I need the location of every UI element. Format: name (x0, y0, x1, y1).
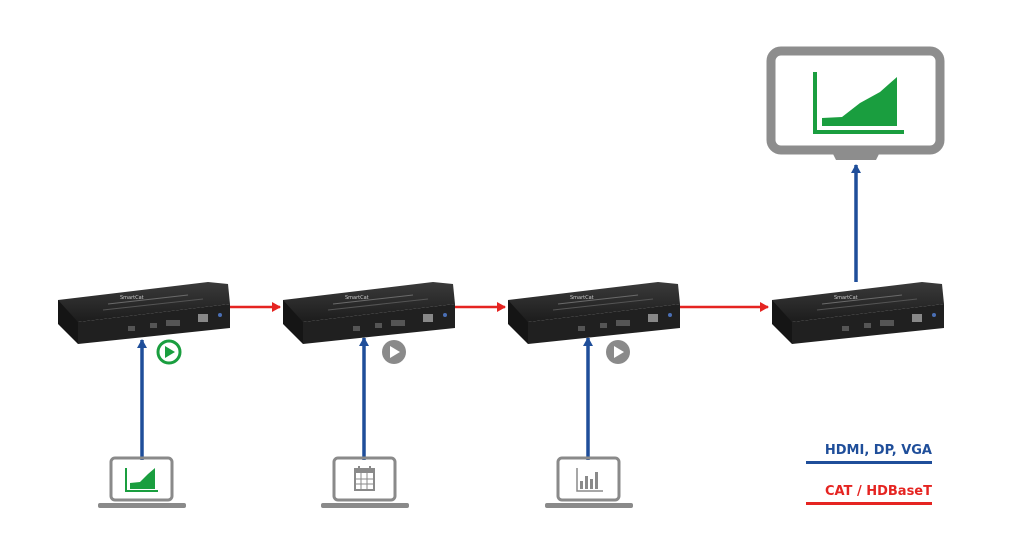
legend-cat-label: CAT / HDBaseT (824, 484, 932, 499)
device-2: SmartCat (282, 281, 456, 345)
device-4: SmartCat (771, 281, 945, 345)
play-icon-inactive-2[interactable] (382, 340, 406, 364)
area-chart-icon (125, 468, 158, 492)
legend-hdmi-dp-vga: HDMI, DP, VGA (806, 443, 932, 464)
monitor-display (766, 46, 945, 160)
legend-video-label: HDMI, DP, VGA (824, 443, 932, 458)
device-1-brand: SmartCat (120, 295, 144, 301)
legend-cat-line (806, 502, 932, 505)
legend-cat-hdbaset: CAT / HDBaseT (806, 484, 932, 505)
play-icon-active[interactable] (156, 339, 182, 365)
device-2-brand: SmartCat (345, 295, 369, 301)
area-chart-icon (813, 72, 904, 134)
device-3: SmartCat (507, 281, 681, 345)
device-3-brand: SmartCat (570, 295, 594, 301)
device-4-brand: SmartCat (834, 295, 858, 301)
laptop-source-2 (321, 456, 409, 508)
calendar-icon (354, 466, 375, 491)
play-icon-inactive-3[interactable] (606, 340, 630, 364)
laptop-source-3 (545, 456, 633, 508)
device-1: SmartCat (57, 281, 231, 345)
bar-chart-icon (576, 468, 603, 492)
laptop-source-1 (98, 456, 186, 508)
legend-video-line (806, 461, 932, 464)
